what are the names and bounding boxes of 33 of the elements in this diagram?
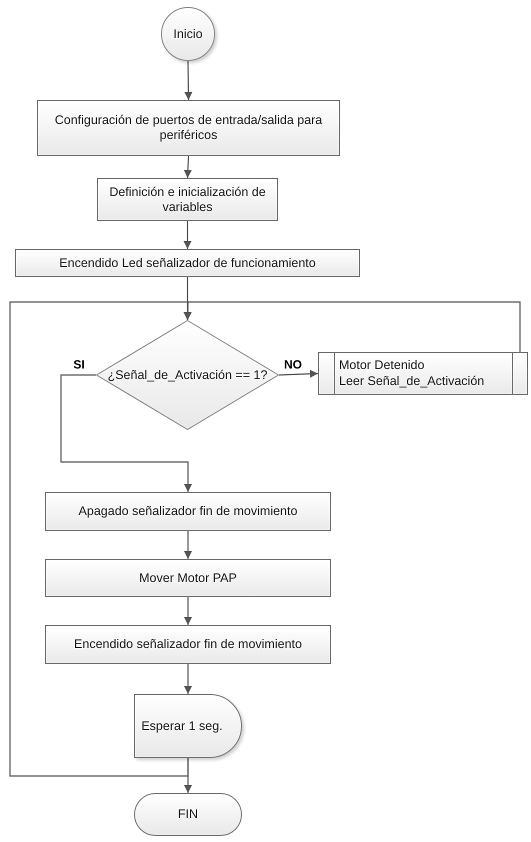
process-box <box>45 559 331 597</box>
node-text: Configuración de puertos de entrada/salida para periféricos <box>54 113 324 143</box>
arrow <box>184 597 192 625</box>
arrow <box>184 221 192 249</box>
arrow <box>184 156 192 178</box>
arrow <box>184 301 521 352</box>
node-text: Definición e inicialización de variables <box>108 184 267 214</box>
arrow <box>278 370 318 378</box>
edge-label: SI <box>72 358 86 372</box>
decision-diamond <box>96 320 279 430</box>
edge-label: NO <box>283 358 303 372</box>
process-box <box>45 492 331 531</box>
arrow <box>60 374 192 492</box>
node-text: Esperar 1 seg. <box>141 718 223 734</box>
node-text: ¿Señal_de_Activación == 1? <box>108 368 268 382</box>
node-text: Motor Detenido <box>339 357 424 373</box>
node-text: Encendido Led señalizador de funcionamiento <box>59 256 316 270</box>
arrow <box>184 61 192 100</box>
delay-shape <box>134 694 242 758</box>
process-box <box>37 100 340 156</box>
process-box <box>15 249 360 277</box>
end-terminal <box>134 793 242 836</box>
process-box <box>97 178 278 221</box>
node-text: FIN <box>178 807 198 822</box>
node-text: Leer Señal_de_Activación <box>339 373 484 389</box>
predefined-process-box <box>318 352 528 395</box>
process-box <box>45 625 331 664</box>
node-text: Encendido señalizador fin de movimiento <box>74 637 302 652</box>
node-text: Mover Motor PAP <box>139 570 237 586</box>
node-text: Inicio <box>173 26 203 42</box>
node-text: Apagado señalizador fin de movimiento <box>78 504 298 519</box>
arrow <box>184 531 192 559</box>
arrow <box>184 664 192 694</box>
